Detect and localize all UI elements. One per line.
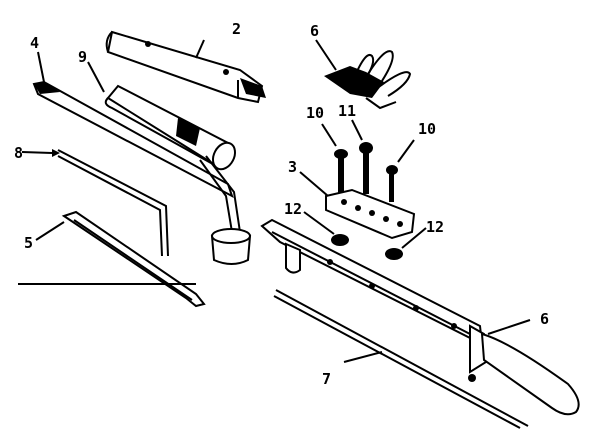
bolt-left (321, 123, 348, 194)
callout-12-right: 12 (426, 218, 444, 236)
callout-5: 5 (24, 234, 33, 252)
callout-12-left: 12 (284, 200, 302, 218)
callout-3: 3 (288, 158, 297, 176)
callout-9: 9 (78, 48, 87, 66)
part-pry-rod (35, 210, 206, 308)
callout-4: 4 (30, 34, 39, 52)
part-handle-tube (105, 30, 266, 104)
callout-11: 11 (338, 102, 356, 120)
nut-right (385, 248, 403, 260)
callout-10-right: 10 (418, 120, 436, 138)
callout-8: 8 (14, 144, 23, 162)
callout-6: 6 (540, 310, 549, 328)
part-lug-wrench (199, 155, 252, 265)
part-bolts (321, 119, 415, 202)
part-extension-rod (32, 51, 234, 199)
callout-6-top: 6 (310, 22, 319, 40)
callout-7: 7 (322, 370, 331, 388)
callout-2: 2 (232, 20, 241, 38)
bolt-right (386, 139, 415, 202)
callout-10-left: 10 (306, 104, 324, 122)
part-jack-bracket (260, 218, 580, 416)
part-long-rod (273, 289, 529, 429)
part-spring-clip (315, 39, 412, 110)
part-nuts (303, 211, 427, 260)
nut-left (331, 234, 349, 246)
bolt-center (351, 119, 373, 194)
part-mounting-plate (299, 171, 416, 240)
part-hex-key (21, 149, 169, 257)
part-socket-tube (87, 61, 237, 171)
